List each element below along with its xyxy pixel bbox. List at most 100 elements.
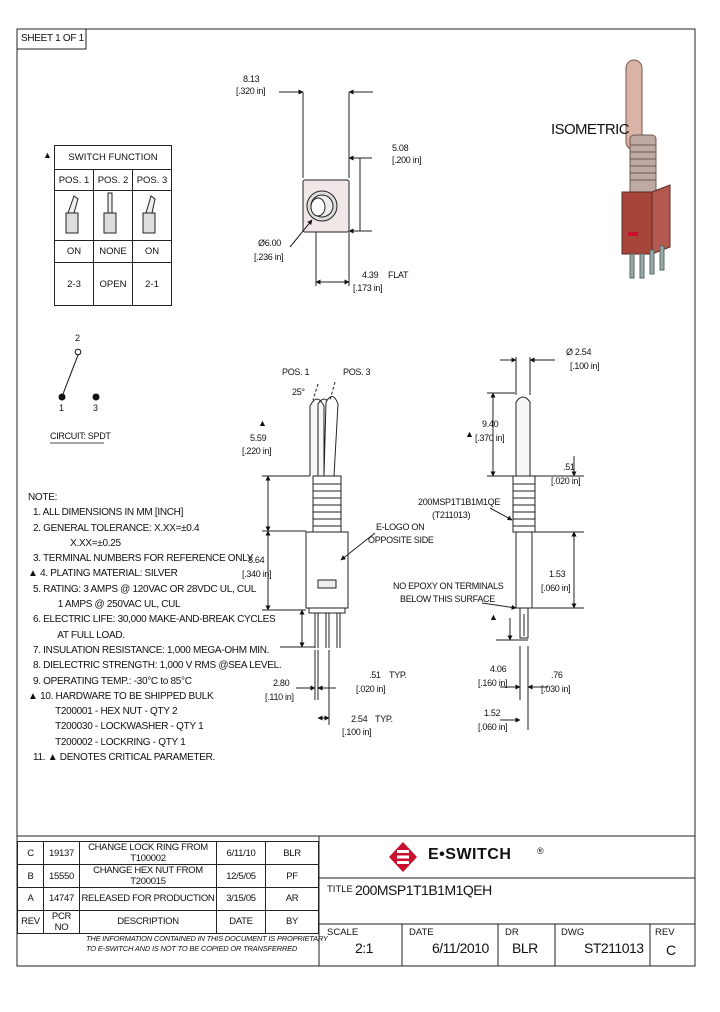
dwg-value: ST211013 xyxy=(584,940,644,956)
note-line: 7. INSULATION RESISTANCE: 1,000 MEGA-OHM… xyxy=(28,644,270,656)
dim-body-in: [.340 in] xyxy=(242,569,272,579)
sheet-label: SHEET 1 OF 1 xyxy=(21,33,84,44)
connection-cell: OPEN xyxy=(93,262,133,306)
dim-len-in: [.060 in] xyxy=(541,583,571,593)
dim-t3-mm: 1.52 xyxy=(484,708,501,718)
elogo-label: E-LOGO ON xyxy=(376,522,425,532)
dim-t2-in: [.030 in] xyxy=(541,684,571,694)
circuit-terminal-3: 3 xyxy=(93,403,98,413)
dim-term-mm: 2.80 xyxy=(273,678,290,688)
sheet-label-box xyxy=(16,28,87,50)
switch-icon-cell xyxy=(132,190,172,241)
note-line: ▲ 10. HARDWARE TO BE SHIPPED BULK xyxy=(28,690,214,702)
switch-function-table: SWITCH FUNCTION POS. 1 POS. 2 POS. 3 ON … xyxy=(54,145,172,306)
drawing-title: 200MSP1T1B1M1QEH xyxy=(355,882,492,898)
dim-lever-mm: 9.40 xyxy=(482,419,499,429)
dim-t2-mm: .76 xyxy=(551,670,563,680)
dim-thread-in: [.020 in] xyxy=(551,476,581,486)
notes-block: NOTE: 1. ALL DIMENSIONS IN MM [INCH] 2. … xyxy=(28,490,282,765)
front-view xyxy=(262,381,376,725)
elogo-label-2: OPPOSITE SIDE xyxy=(368,535,434,545)
sheet-border xyxy=(16,28,696,967)
dim-width-in: [.320 in] xyxy=(236,86,266,96)
part-number-label: 200MSP1T1B1M1QE xyxy=(418,497,501,507)
critical-mark-icon: ▲ xyxy=(43,150,52,160)
switch-icon-cell xyxy=(54,190,94,241)
dim-thread-mm: .51 xyxy=(563,462,575,472)
dim-bushing-in: [.200 in] xyxy=(392,155,422,165)
epoxy-note-2: BELOW THIS SURFACE xyxy=(400,594,495,604)
critical-mark-icon: ▲ xyxy=(489,612,498,622)
dim-width-mm: 8.13 xyxy=(243,74,260,84)
dim-len-mm: 1.53 xyxy=(549,569,566,579)
note-line: 6. ELECTRIC LIFE: 30,000 MAKE-AND-BREAK … xyxy=(28,614,276,626)
table-row: B 15550 CHANGE HEX NUT FROM T200015 12/5… xyxy=(17,864,319,888)
note-line: 2. GENERAL TOLERANCE: X.XX=±0.4 xyxy=(28,522,200,534)
isometric-illustration xyxy=(621,59,671,279)
dim-pitch-in: [.100 in] xyxy=(342,727,372,737)
dim-flat-mm: 4.39 xyxy=(362,270,379,280)
dim-t1-mm: 4.06 xyxy=(490,664,507,674)
pos-header: POS. 1 xyxy=(54,169,94,191)
switch-icon-cell xyxy=(93,190,133,241)
brand-name: E•SWITCH xyxy=(428,846,512,863)
connection-cell: 2-3 xyxy=(54,262,94,306)
revision-table: C 19137 CHANGE LOCK RING FROM T100002 6/… xyxy=(17,841,319,934)
critical-mark-icon: ▲ xyxy=(465,429,474,439)
connection-cell: 2-1 xyxy=(132,262,172,306)
dim-dia-in: [.100 in] xyxy=(570,361,600,371)
note-line: 11. ▲ DENOTES CRITICAL PARAMETER. xyxy=(28,752,216,764)
rev-label: REV xyxy=(655,927,675,938)
dim-t1-in: [.160 in] xyxy=(478,678,508,688)
circuit-terminal-2: 2 xyxy=(75,333,80,343)
table-header-row: REV PCR NO DESCRIPTION DATE BY xyxy=(17,909,319,934)
top-view xyxy=(279,89,373,286)
dim-bushing-in: [.220 in] xyxy=(242,446,272,456)
table-row: A 14747 RELEASED FOR PRODUCTION 3/15/05 … xyxy=(17,887,319,911)
note-line: AT FULL LOAD. xyxy=(28,629,125,641)
drawn-by-label: DR xyxy=(505,927,519,938)
pos3-label: POS. 3 xyxy=(343,367,371,377)
circuit-terminal-1: 1 xyxy=(59,403,64,413)
isometric-label: ISOMETRIC xyxy=(551,121,630,138)
pos-header: POS. 2 xyxy=(93,169,133,191)
part-ref-label: (T211013) xyxy=(432,510,471,520)
dim-tw-in: [.020 in] xyxy=(356,684,386,694)
dim-tw-mm: .51 xyxy=(369,670,381,680)
note-line: T200030 - LOCKWASHER - QTY 1 xyxy=(28,721,204,733)
note-line: 1. ALL DIMENSIONS IN MM [INCH] xyxy=(28,507,184,519)
title-label: TITLE xyxy=(327,884,353,895)
dim-dia-mm: Ø 2.54 xyxy=(566,347,592,357)
date-label: DATE xyxy=(409,927,434,938)
note-line: ▲ 4. PLATING MATERIAL: SILVER xyxy=(28,568,178,580)
pos1-label: POS. 1 xyxy=(282,367,310,377)
dim-body-mm: 8.64 xyxy=(248,555,265,565)
scale-label: SCALE xyxy=(327,927,359,938)
dim-pitch-typ: TYP. xyxy=(375,714,393,724)
e-switch-logo-icon xyxy=(389,842,417,872)
note-line: T200001 - HEX NUT - QTY 2 xyxy=(28,706,178,718)
dim-diameter-mm: Ø6.00 xyxy=(258,238,282,248)
state-cell: ON xyxy=(132,240,172,263)
note-line: 3. TERMINAL NUMBERS FOR REFERENCE ONLY xyxy=(28,553,254,565)
dim-diameter-in: [.236 in] xyxy=(254,252,284,262)
dim-flat-label: FLAT xyxy=(388,270,409,280)
note-line: NOTE: xyxy=(28,492,58,503)
critical-mark-icon: ▲ xyxy=(258,418,267,428)
dim-bushing-mm: 5.59 xyxy=(250,433,267,443)
dim-bushing-mm: 5.08 xyxy=(392,143,409,153)
note-line: X.XX=±0.25 xyxy=(28,537,121,549)
note-line: 8. DIELECTRIC STRENGTH: 1,000 V RMS @SEA… xyxy=(28,660,282,672)
date-value: 6/11/2010 xyxy=(432,940,489,956)
state-cell: NONE xyxy=(93,240,133,263)
circuit-diagram xyxy=(50,348,104,444)
note-line: 1 AMPS @ 250VAC UL, CUL xyxy=(28,599,181,611)
dwg-label: DWG xyxy=(561,927,585,938)
epoxy-note: NO EPOXY ON TERMINALS xyxy=(393,581,504,591)
drawn-by-value: BLR xyxy=(512,940,538,956)
circuit-label: CIRCUIT: SPDT xyxy=(50,431,111,441)
switch-function-header: SWITCH FUNCTION xyxy=(54,145,172,170)
rev-value: C xyxy=(666,942,676,958)
